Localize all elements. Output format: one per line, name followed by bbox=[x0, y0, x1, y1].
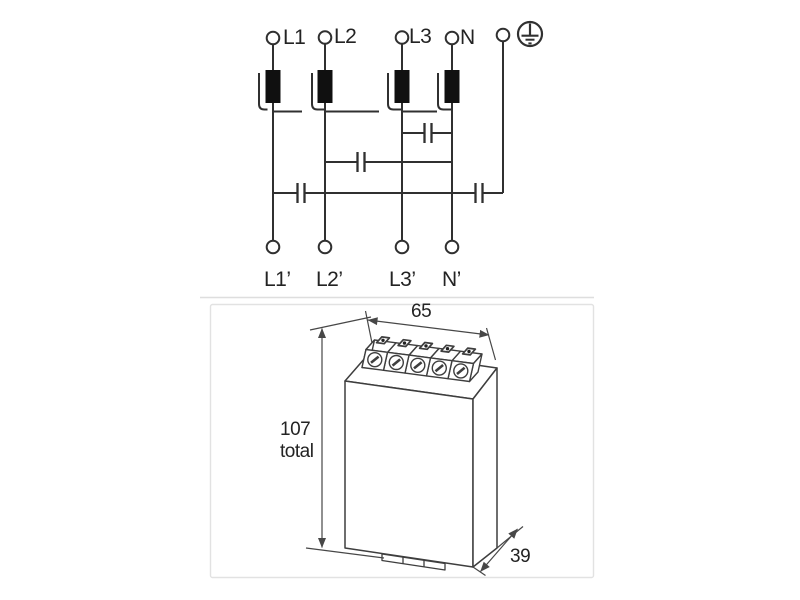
terminal-circle-L3out bbox=[394, 239, 410, 255]
label-L1-out: L1’ bbox=[264, 268, 291, 291]
dimension-height-107 bbox=[305, 316, 385, 559]
dimension-width-65 bbox=[364, 310, 497, 361]
choke-symbols bbox=[265, 70, 460, 103]
dimension-height-label: 107 bbox=[280, 419, 311, 440]
wiring-schematic bbox=[258, 20, 544, 255]
device-right-face bbox=[472, 367, 498, 568]
dimension-lines bbox=[305, 310, 524, 576]
choke-N-symbol bbox=[444, 70, 460, 103]
label-N-out: N’ bbox=[442, 268, 461, 291]
label-L3-out: L3’ bbox=[389, 268, 416, 291]
dimension-height-note: total bbox=[280, 441, 314, 462]
choke-L2-symbol bbox=[317, 70, 333, 103]
terminal-circle-L3 bbox=[394, 30, 410, 45]
terminal-circle-L1 bbox=[265, 30, 281, 46]
label-L1: L1 bbox=[283, 26, 306, 49]
label-N: N bbox=[460, 26, 475, 49]
output-terminal-circles bbox=[265, 239, 460, 255]
label-L3: L3 bbox=[409, 25, 432, 48]
terminal-block bbox=[361, 336, 483, 383]
terminal-circle-L2out bbox=[317, 239, 333, 255]
protective-earth-icon bbox=[516, 20, 544, 48]
conductor-lines bbox=[272, 41, 504, 241]
dimension-depth-label: 39 bbox=[510, 546, 531, 567]
screw-terminal-1 bbox=[361, 336, 397, 371]
label-L2: L2 bbox=[334, 25, 357, 48]
terminal-circle-PE bbox=[495, 27, 511, 43]
choke-L1-symbol bbox=[265, 70, 281, 103]
terminal-circle-L1out bbox=[265, 239, 281, 255]
terminal-circle-N bbox=[444, 30, 460, 46]
dimension-depth-39 bbox=[472, 526, 524, 576]
input-terminal-circles bbox=[265, 27, 511, 46]
capacitor-l3-n bbox=[402, 123, 452, 143]
dimension-width-label: 65 bbox=[411, 301, 432, 322]
terminal-circle-Nout bbox=[444, 239, 460, 255]
capacitor-l1-pe bbox=[273, 183, 503, 203]
capacitor-l2-n bbox=[325, 152, 452, 172]
label-L2-out: L2’ bbox=[316, 268, 343, 291]
terminal-circle-L2 bbox=[317, 30, 333, 45]
device-front-face bbox=[344, 380, 474, 568]
choke-L3-symbol bbox=[394, 70, 410, 103]
dimension-panel-border bbox=[209, 303, 595, 579]
device-drawing bbox=[344, 336, 498, 571]
disconnector-brackets bbox=[258, 73, 452, 113]
